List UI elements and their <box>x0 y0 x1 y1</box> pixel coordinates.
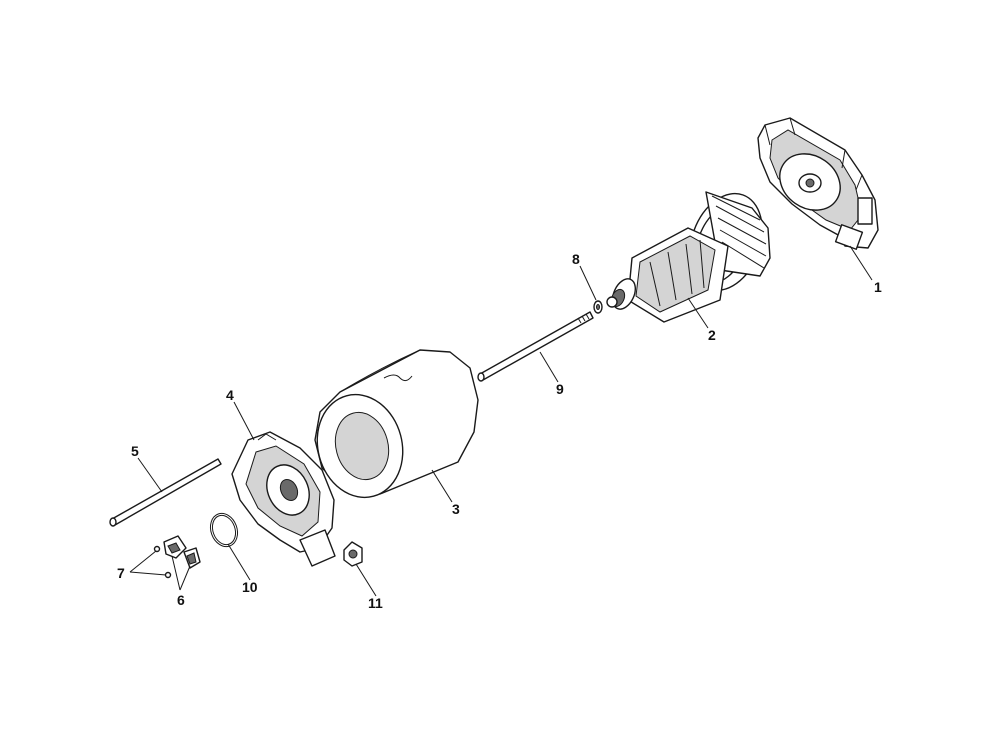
leader-10 <box>227 543 251 581</box>
leader-8 <box>579 265 597 301</box>
leader-1 <box>849 245 873 281</box>
part-11-cap <box>343 541 363 567</box>
leader-7a <box>129 550 157 573</box>
callout-4: 4 <box>226 387 234 403</box>
part-10-o-ring <box>209 512 239 548</box>
part-3-stator-housing <box>314 349 479 499</box>
callout-2: 2 <box>708 327 716 343</box>
callout-6: 6 <box>177 592 185 608</box>
leader-5 <box>137 457 163 493</box>
part-1-end-housing <box>757 117 879 250</box>
leader-6a <box>171 555 181 591</box>
leader-7b <box>129 571 167 576</box>
leader-3 <box>431 469 453 503</box>
part-5-long-bolt <box>109 458 222 527</box>
part-2-armature <box>606 191 771 323</box>
part-6-brush-assembly <box>163 535 201 569</box>
callout-8: 8 <box>572 251 580 267</box>
leader-4 <box>233 401 255 441</box>
callout-3: 3 <box>452 501 460 517</box>
leader-9 <box>539 351 559 383</box>
callout-5: 5 <box>131 443 139 459</box>
callout-labels: 1 2 3 4 5 6 7 8 9 10 11 <box>117 251 882 611</box>
leader-2 <box>687 297 709 329</box>
callout-7: 7 <box>117 565 125 581</box>
callout-1: 1 <box>874 279 882 295</box>
callout-10: 10 <box>242 579 258 595</box>
leader-6b <box>179 565 191 591</box>
part-8-washer <box>593 300 603 314</box>
part-9-through-bolt <box>477 311 594 382</box>
leader-11 <box>355 563 377 597</box>
callout-11: 11 <box>368 595 383 611</box>
leader-lines <box>129 245 873 597</box>
part-4-end-cover <box>231 431 336 567</box>
callout-9: 9 <box>556 381 564 397</box>
